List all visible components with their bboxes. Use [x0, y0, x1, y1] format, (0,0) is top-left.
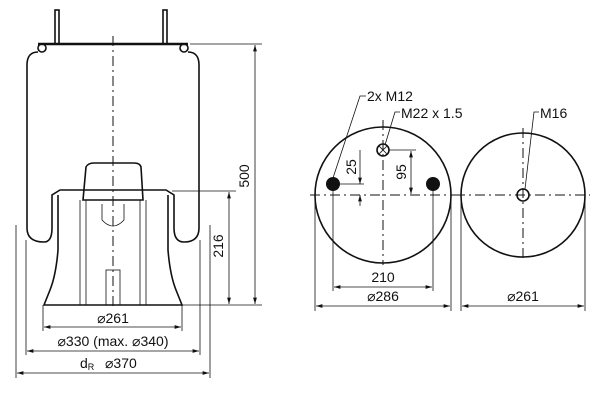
stud-hole-left [326, 177, 340, 191]
dim-210-label: 210 [371, 269, 395, 285]
stud-hole-right [426, 177, 440, 191]
top-plate-view: 2x M12 M22 x 1.5 25 95 210 ⌀286 [310, 88, 463, 311]
label-2x-m12: 2x M12 [367, 88, 413, 104]
stud-left [54, 9, 60, 45]
dim-216-label: 216 [210, 234, 226, 258]
m16-hole [516, 188, 530, 202]
stud-right [162, 9, 168, 45]
label-m16: M16 [540, 105, 567, 121]
dim-330-label: ⌀330 (max. ⌀340) [57, 333, 168, 349]
bottom-view: M16 ⌀261 [455, 105, 590, 311]
bump-stop [82, 162, 144, 201]
leader-m16 [524, 111, 539, 190]
dim-261-label: ⌀261 [97, 310, 129, 326]
side-view: 500 216 ⌀261 ⌀330 (max. ⌀340) dR ⌀370 [15, 9, 262, 378]
dim-370-label: ⌀370 [105, 355, 137, 371]
dim-286-label: ⌀286 [367, 288, 399, 304]
dim-25-label: 25 [343, 159, 359, 175]
dim-261-bottom-label: ⌀261 [507, 288, 539, 304]
leader-m22 [384, 111, 400, 146]
dim-370-prefix: dR [80, 355, 95, 372]
label-m22: M22 x 1.5 [401, 105, 463, 121]
dim-500-label: 500 [236, 164, 252, 188]
leader-m12 [332, 95, 366, 179]
bead-left [37, 43, 47, 53]
dim-95-label: 95 [393, 164, 409, 180]
bead-right [179, 43, 189, 53]
